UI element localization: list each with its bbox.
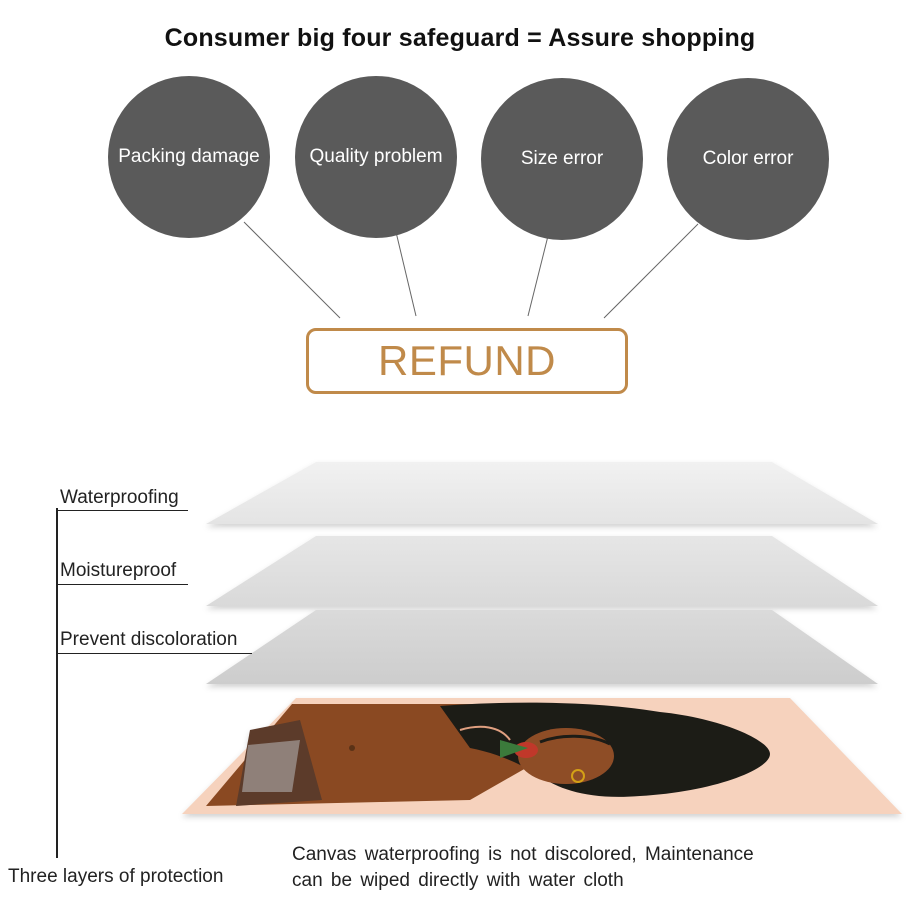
layer-label-moistureproof: Moistureproof [60,560,177,581]
safeguard-quality-problem: Quality problem [295,76,457,238]
safeguard-label: Quality problem [309,146,443,167]
three-layers-label: Three layers of protection [8,866,224,887]
canvas-caption: Canvas waterproofing is not discolored, … [292,842,812,894]
layer-sheet-discoloration [206,610,878,684]
layer-sheet-waterproofing [206,462,878,524]
connector-line [243,221,341,319]
portrait-artwork-icon [206,702,770,806]
safeguard-label: Size error [520,148,604,169]
connector-line [395,231,417,317]
refund-box: REFUND [306,328,628,394]
page-title: Consumer big four safeguard = Assure sho… [164,24,756,52]
label-underline [56,653,252,654]
layer-label-waterproofing: Waterproofing [60,487,179,508]
safeguard-packing-damage: Packing damage [108,76,270,238]
safeguard-label: Packing damage [118,146,260,167]
connector-line [603,223,699,319]
caption-line: can be wiped directly with water cloth [292,870,624,891]
safeguard-label: Color error [702,148,794,169]
layer-sheet-moistureproof [206,536,878,606]
safeguard-size-error: Size error [481,78,643,240]
layer-label-prevent-discoloration: Prevent discoloration [60,629,238,650]
label-underline [56,510,188,511]
canvas-print [182,698,902,814]
caption-line: Canvas waterproofing is not discolored, … [292,844,754,865]
label-underline [56,584,188,585]
layers-bracket [56,508,58,858]
connector-line [527,235,549,317]
safeguard-color-error: Color error [667,78,829,240]
